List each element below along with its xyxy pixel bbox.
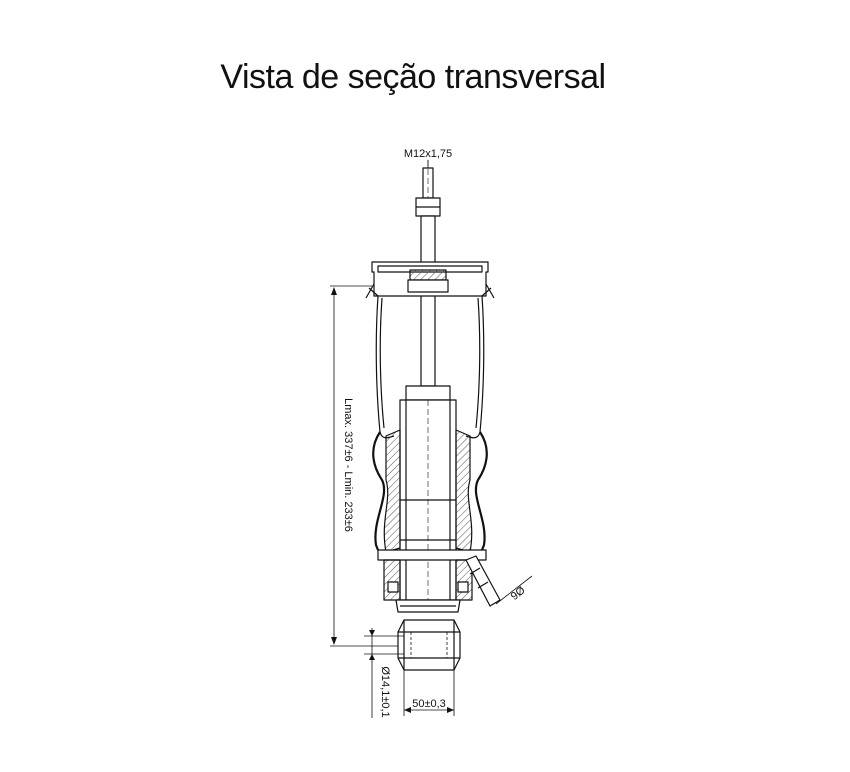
width-label: 50±0,3: [412, 698, 446, 710]
length-dimension: [330, 285, 398, 647]
piston-section: [377, 429, 487, 601]
bottom-eye-mount: [395, 599, 461, 671]
length-label: Lmax. 337±6 - Lmin. 233±6: [342, 398, 354, 532]
air-fitting: [465, 555, 533, 607]
fitting-label: 9Ø: [509, 584, 528, 603]
page-title: Vista de seção transversal: [220, 58, 606, 96]
damper-body: [399, 385, 457, 601]
bore-label: Ø14,1±0,1: [379, 666, 391, 717]
bore-dimension: [364, 628, 404, 718]
thread-label: M12x1,75: [404, 148, 452, 160]
top-cap: [365, 261, 495, 299]
width-dimension: [403, 670, 455, 716]
